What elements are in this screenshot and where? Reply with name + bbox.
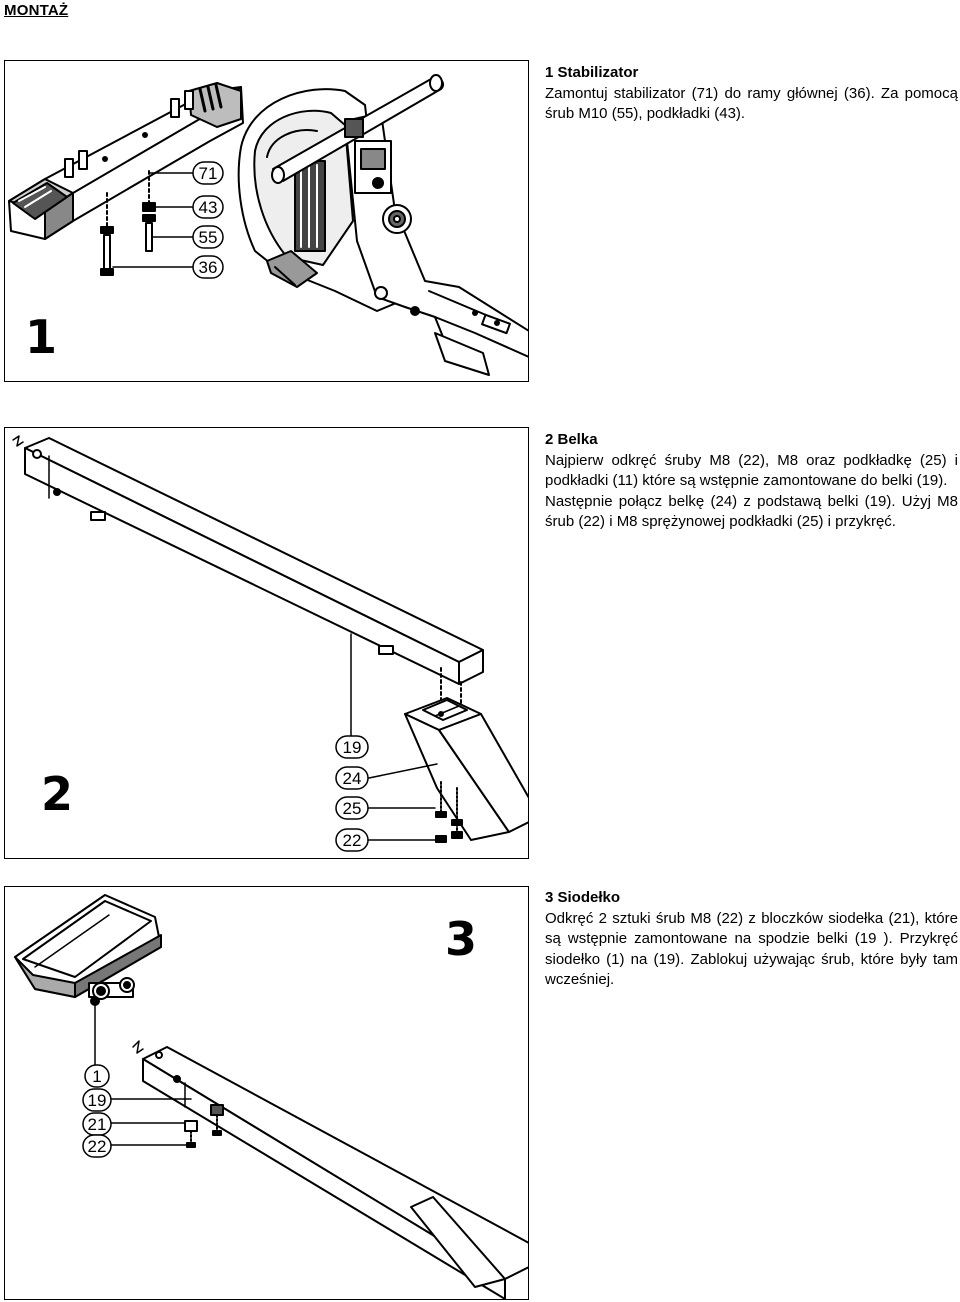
svg-text:21: 21 [88, 1115, 107, 1134]
svg-text:43: 43 [199, 198, 218, 217]
svg-text:36: 36 [199, 258, 218, 277]
rail-beam-part [132, 1040, 528, 1299]
callout-24: 24 [335, 766, 369, 790]
step-3-title: 3 Siodełko [545, 889, 621, 906]
callout-22: 22 [82, 1134, 112, 1158]
step-1-paragraph: Zamontuj stabilizator (71) do ramy główn… [545, 84, 958, 123]
svg-text:19: 19 [88, 1091, 107, 1110]
seat-block-bolts [184, 1104, 224, 1148]
step-3-paragraph: Odkręć 2 sztuki śrub M8 (22) z bloczków … [545, 909, 958, 989]
beam-illustration: 19 24 25 22 2 [12, 435, 528, 852]
svg-text:19: 19 [343, 738, 362, 757]
step-1-title: 1 Stabilizator [545, 64, 639, 81]
callout-25: 25 [335, 796, 369, 820]
svg-text:25: 25 [343, 799, 362, 818]
step-2-instructions: 2 Belka Najpierw odkręć śruby M8 (22), M… [545, 430, 958, 533]
svg-text:22: 22 [343, 831, 362, 850]
seat-part [14, 894, 162, 1006]
callout-22: 22 [335, 828, 369, 852]
rower-main-frame [237, 88, 528, 376]
step-number-1: 1 [25, 310, 57, 364]
callout-55: 55 [192, 225, 224, 249]
callout-21: 21 [82, 1112, 112, 1136]
step-2-title: 2 Belka [545, 431, 598, 448]
figure-2-beam: 19 24 25 22 2 [4, 427, 529, 859]
svg-text:71: 71 [199, 164, 218, 183]
step-3-instructions: 3 Siodełko Odkręć 2 sztuki śrub M8 (22) … [545, 888, 958, 991]
bolt-washer-stack [100, 170, 156, 276]
step-1-instructions: 1 Stabilizator Zamontuj stabilizator (71… [545, 63, 958, 125]
callout-19: 19 [82, 1088, 112, 1112]
step-2-body: Najpierw odkręć śruby M8 (22), M8 oraz p… [545, 451, 958, 533]
step-number-3: 3 [445, 912, 477, 966]
stabilizer-illustration: 71 43 55 36 [8, 74, 528, 376]
svg-text:24: 24 [343, 769, 362, 788]
svg-text:1: 1 [92, 1067, 101, 1086]
bolt-washer-set [435, 781, 463, 843]
long-beam-part [12, 435, 484, 685]
step-1-body: Zamontuj stabilizator (71) do ramy główn… [545, 84, 958, 125]
callout-1: 1 [84, 1064, 110, 1088]
callout-71: 71 [192, 161, 224, 185]
page-heading: MONTAŻ [4, 2, 69, 19]
svg-text:22: 22 [88, 1137, 107, 1156]
callout-36: 36 [192, 255, 224, 279]
beam-base-bracket [404, 667, 528, 841]
callout-19: 19 [335, 735, 369, 759]
callout-43: 43 [192, 195, 224, 219]
stabilizer-bar-part [8, 82, 244, 240]
seat-illustration: 1 19 21 22 3 [14, 894, 528, 1299]
svg-text:55: 55 [199, 228, 218, 247]
handle-bar [271, 74, 445, 184]
step-2-paragraph-1: Najpierw odkręć śruby M8 (22), M8 oraz p… [545, 451, 958, 490]
step-number-2: 2 [41, 767, 73, 821]
step-3-body: Odkręć 2 sztuki śrub M8 (22) z bloczków … [545, 909, 958, 991]
figure-3-seat: 1 19 21 22 3 [4, 886, 529, 1300]
step-2-paragraph-2: Następnie połącz belkę (24) z podstawą b… [545, 492, 958, 531]
figure-1-stabilizer: 71 43 55 36 [4, 60, 529, 382]
